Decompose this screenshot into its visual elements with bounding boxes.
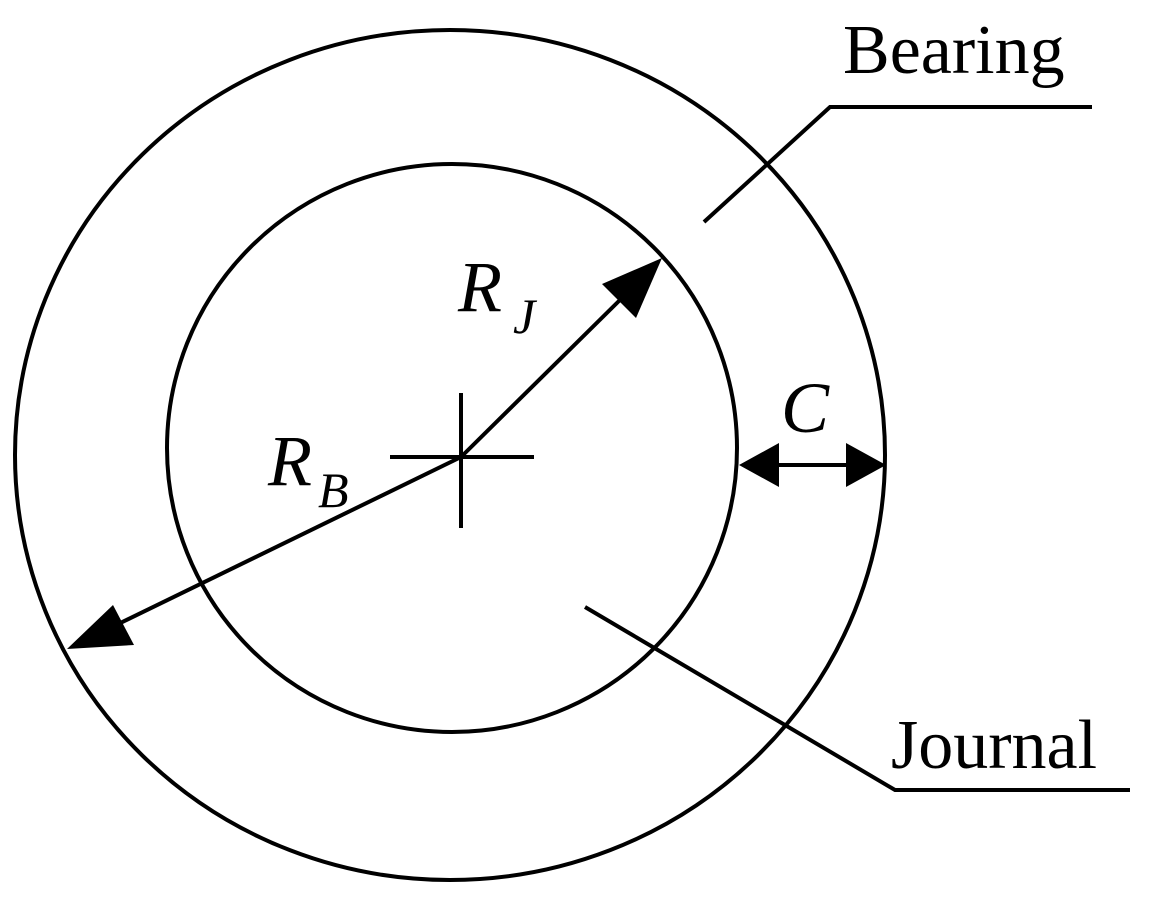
bearing-leader-line (702, 105, 1092, 224)
bearing-label: Bearing (843, 12, 1065, 89)
bearing-radius-line (109, 455, 462, 630)
center-crosshair (390, 393, 534, 528)
clearance-arrowhead-right (846, 443, 886, 487)
bearing-radius-symbol: R (267, 421, 312, 501)
clearance-arrow (739, 443, 886, 487)
bearing-circle (13, 28, 887, 882)
bearing-radius-subscript: B (318, 462, 349, 518)
journal-radius-arrowhead (602, 258, 662, 318)
bearing-radius-label: R B (267, 421, 349, 518)
journal-radius-label: R J (457, 247, 538, 344)
journal-radius-symbol: R (457, 247, 502, 327)
journal-radius-arrow (459, 258, 662, 459)
journal-leader-line (583, 605, 1130, 792)
bearing-radius-arrow (67, 455, 462, 649)
journal-circle (165, 162, 739, 734)
journal-label: Journal (891, 707, 1097, 784)
journal-radius-line (459, 293, 627, 459)
clearance-label: C (781, 368, 830, 448)
bearing-radius-arrowhead (67, 605, 134, 649)
clearance-arrowhead-left (739, 443, 779, 487)
journal-radius-subscript: J (513, 288, 538, 344)
